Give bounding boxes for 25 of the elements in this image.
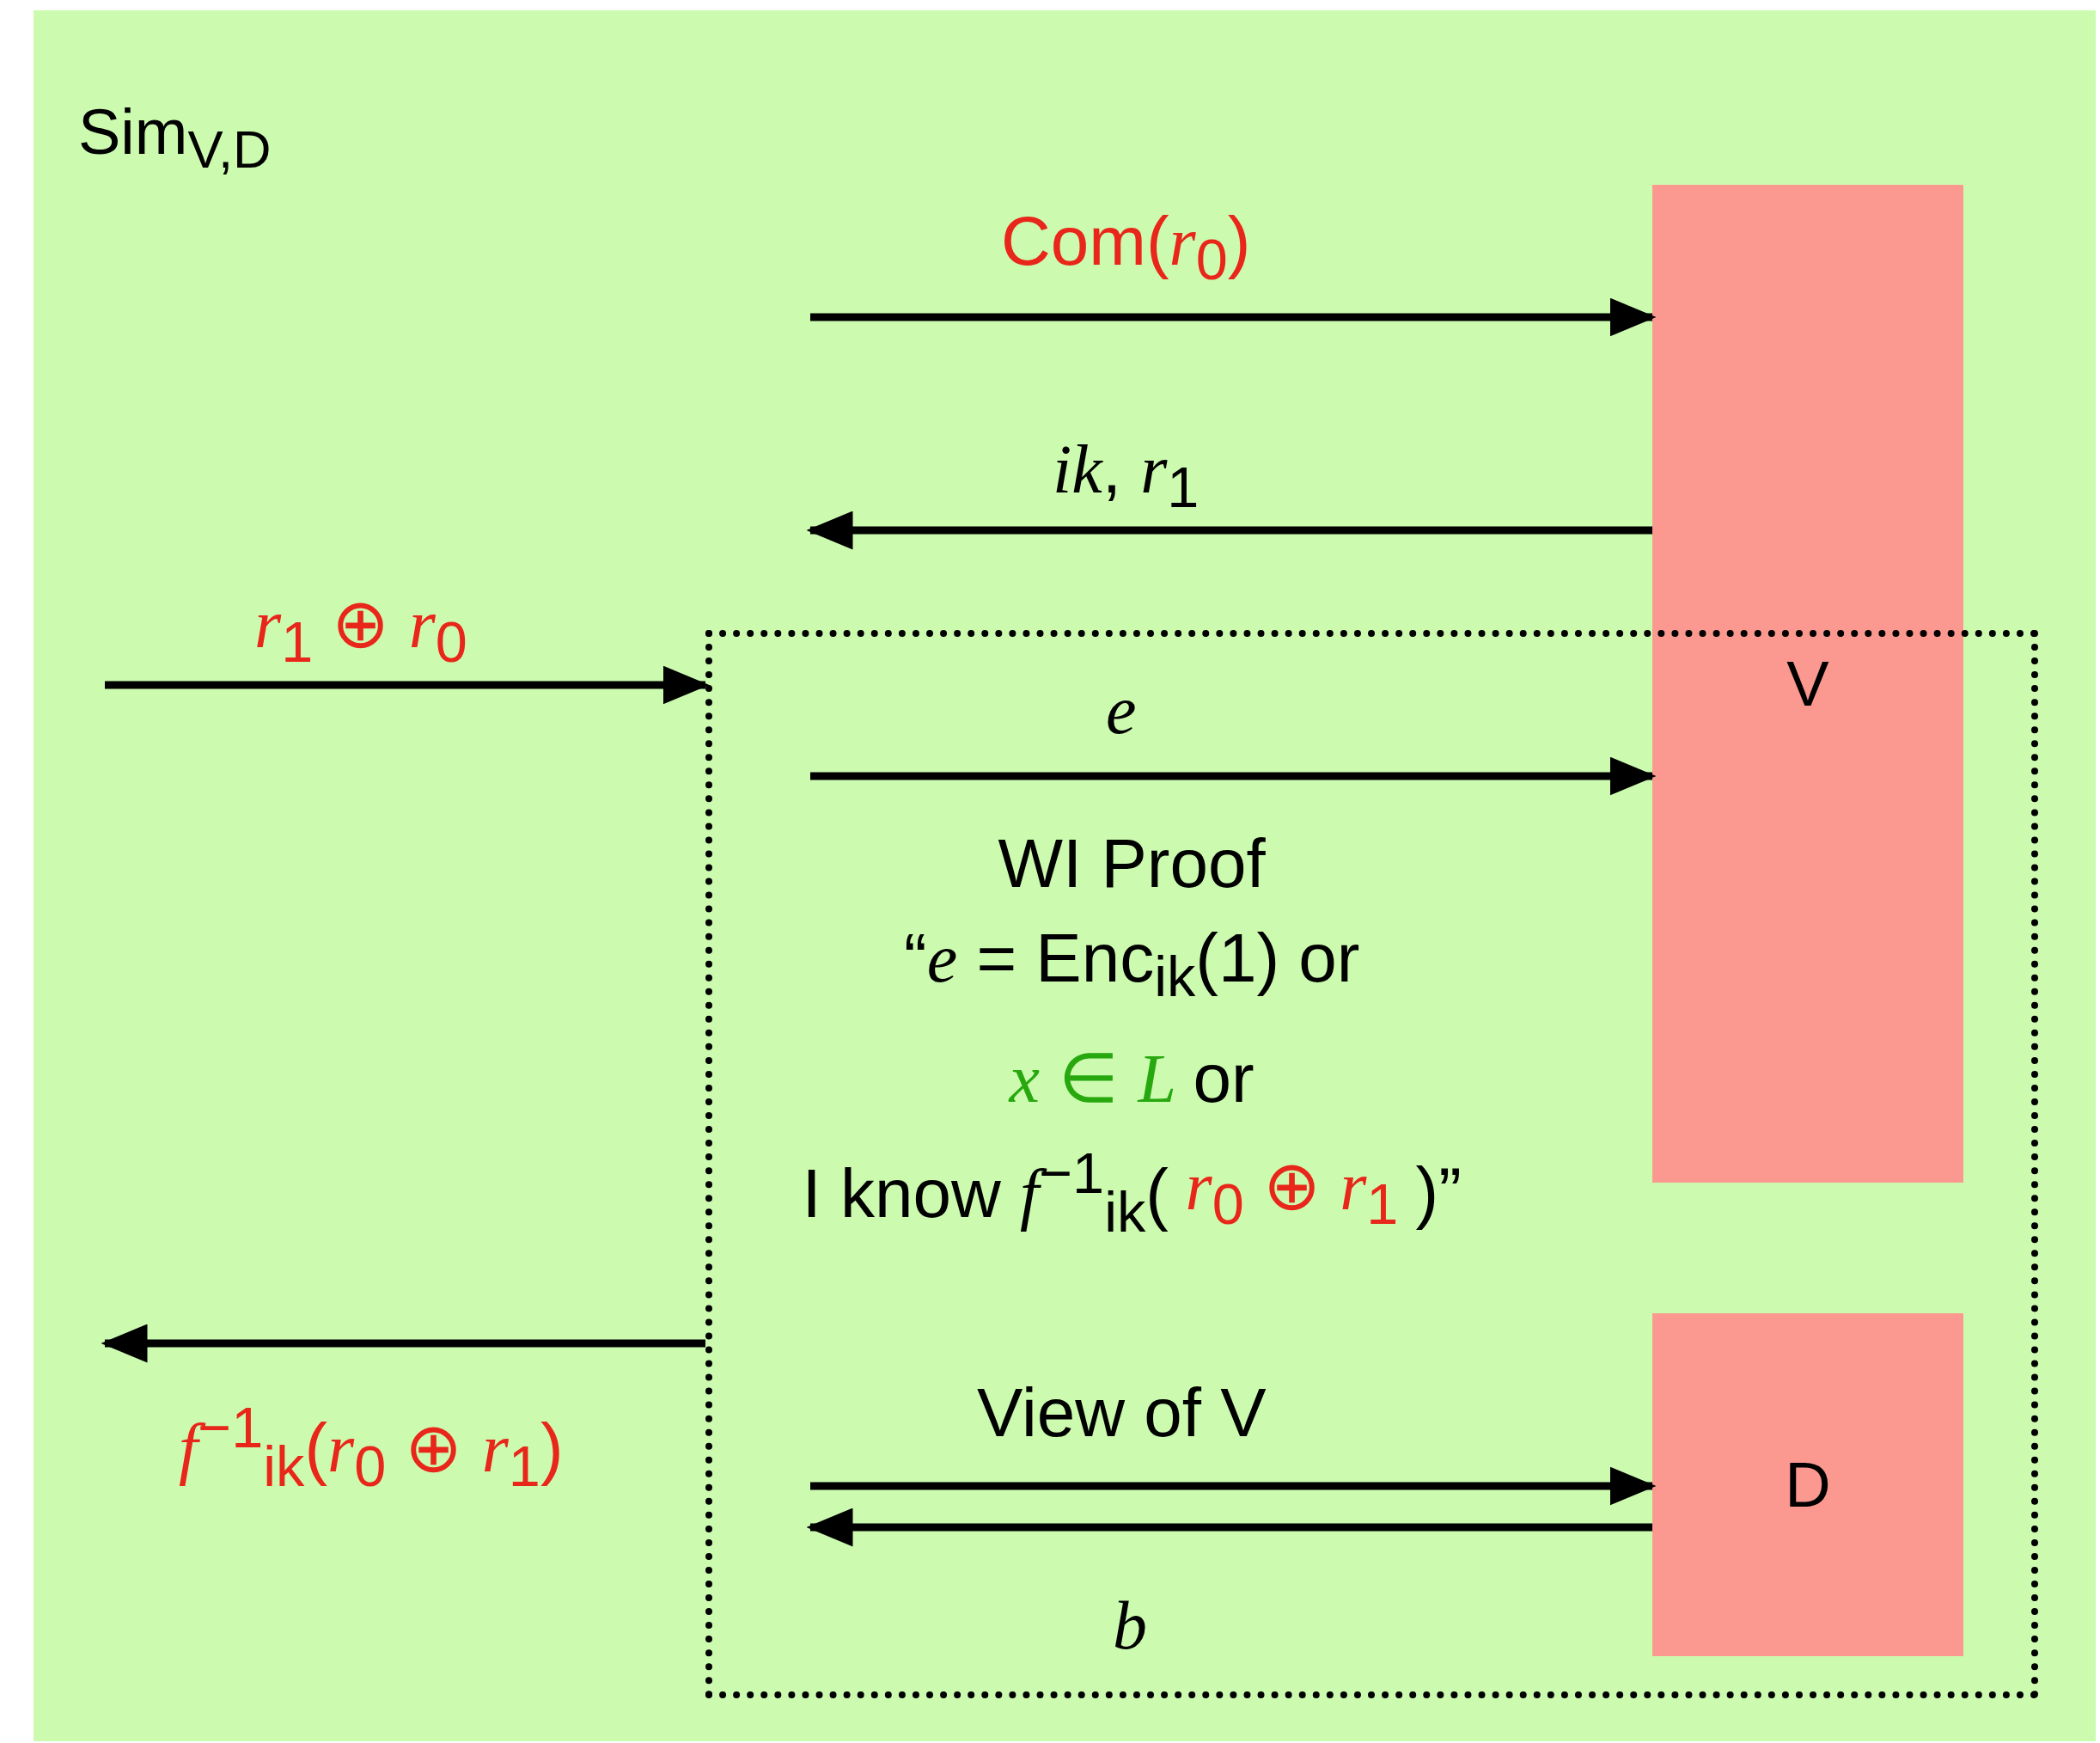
edge-label: f$^{−1}$$_{ik}$(r$_{0}$ ⊕ r$_{1}$) (179, 1398, 564, 1495)
party-box: V (1652, 185, 1963, 1183)
party-box: D (1652, 1313, 1963, 1656)
edge-label: b (1113, 1591, 1147, 1660)
edge-label: r$_{1}$ ⊕ r$_{0}$ (254, 589, 467, 671)
proof-text: or (1193, 1044, 1255, 1113)
arrow (810, 297, 1657, 337)
arrow (105, 665, 710, 705)
proof-text: WI Proof (998, 829, 1266, 898)
arrow (806, 511, 1652, 550)
edge-label: ik, r$_{1}$ (1053, 434, 1200, 517)
proof-text: r$_{0}$ ⊕ r$_{1}$ (1185, 1151, 1399, 1233)
simulator-box (34, 10, 2096, 1741)
edge-label: e (1106, 676, 1137, 744)
box-heading: Sim$_{V,D}$ (78, 101, 272, 176)
edge-label: Com(r$_{0}$) (1001, 206, 1251, 289)
proof-text: I know f$^{−1}$$_{ik}$( (802, 1144, 1169, 1240)
dotted-box (705, 630, 2038, 1698)
proof-text: x ∈ L (1009, 1044, 1176, 1113)
edge-label: View of V (977, 1379, 1267, 1447)
arrow (810, 1466, 1657, 1506)
arrow (806, 1508, 1652, 1547)
arrow (810, 756, 1657, 796)
proof-text: “e = Enc$_{ik}$(1) or (904, 923, 1360, 1006)
arrow (101, 1324, 705, 1363)
